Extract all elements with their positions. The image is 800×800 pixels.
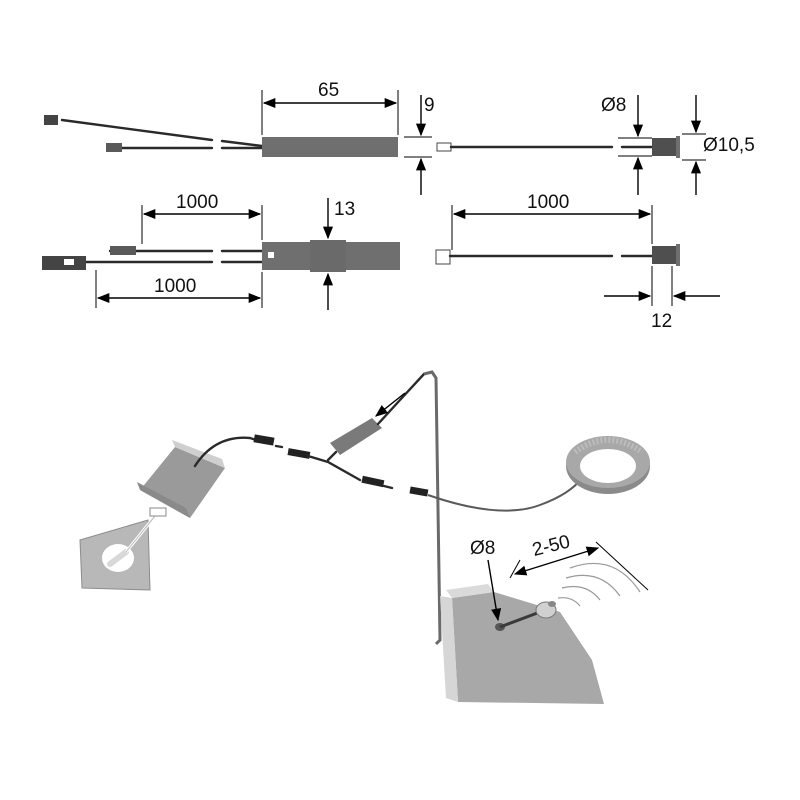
detection-wave-2 (561, 585, 601, 601)
sensor-head-body (652, 138, 676, 156)
side-view-head: Ø8 Ø10,5 (436, 95, 755, 195)
dim-head-length: 12 (651, 311, 672, 332)
front-view-sensor: 1000 1000 13 (42, 192, 400, 310)
dim-cable-length-bottom: 1000 (154, 276, 196, 297)
front-view-small-plug (110, 246, 136, 255)
detection-wave-1 (557, 597, 581, 607)
dim-sensor-height-front: 13 (334, 199, 355, 220)
side-view-plug-end (44, 115, 58, 125)
side-view-cable-upper (60, 118, 214, 142)
side-view-sensor: 65 9 (44, 80, 435, 195)
led-downlight (566, 436, 650, 494)
side-view-sensor-body (262, 137, 398, 157)
dim-head-outer-diameter: Ø10,5 (703, 135, 755, 156)
dim-cable-length-top: 1000 (176, 192, 218, 213)
isometric-assembly: Ø8 2-50 (79, 370, 650, 704)
dim-sensor-height-side: 9 (424, 95, 435, 116)
cabinet-panel (452, 592, 604, 704)
front-view-head: 1000 12 (435, 192, 720, 332)
detection-wave-3 (565, 574, 621, 597)
dim-sensor-length: 65 (318, 80, 339, 101)
dim-detection-range: 2-50 (530, 531, 572, 561)
dim-mounting-hole: Ø8 (470, 538, 495, 559)
sensor-switch-body (330, 418, 382, 455)
dim-sensor-cable-length: 1000 (527, 192, 569, 213)
dim-head-diameter: Ø8 (601, 95, 626, 116)
front-view-head-body (652, 246, 678, 264)
